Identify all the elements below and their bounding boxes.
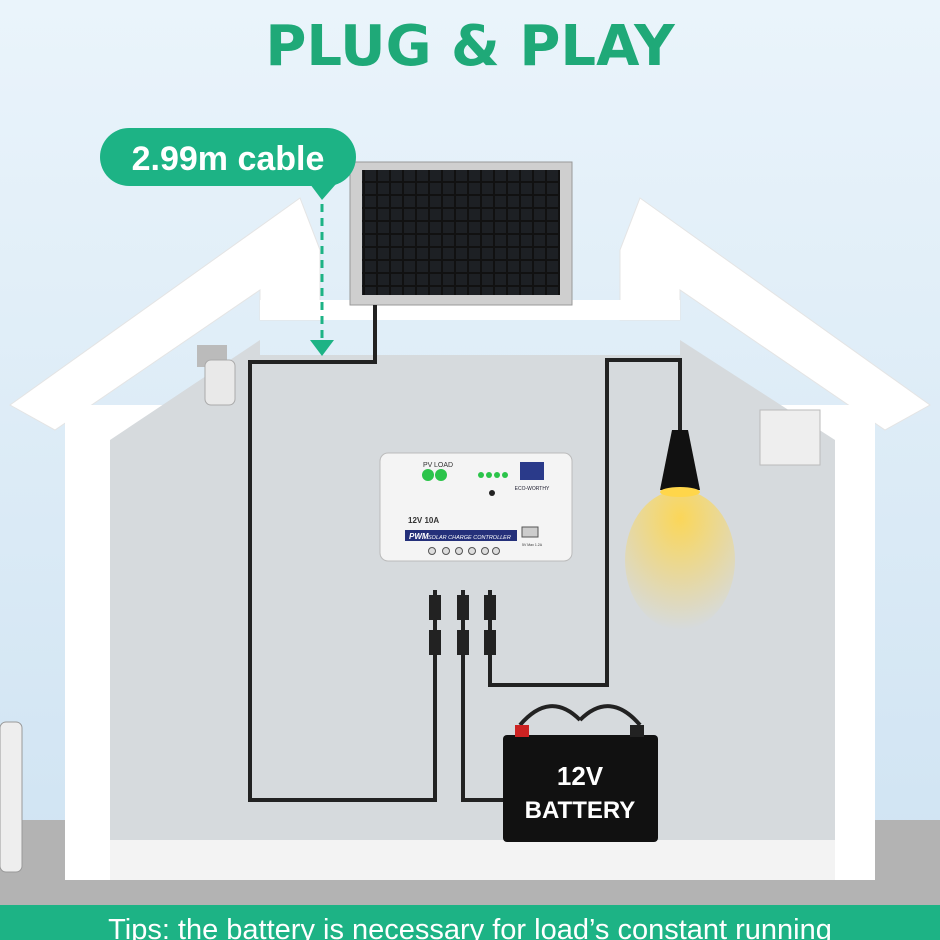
outdoor-unit: [0, 721, 23, 873]
charge-controller: PV LOAD ECO-WORTHY 12V 10A PWM SOLAR CHA…: [379, 452, 573, 562]
brand-logo: [520, 462, 544, 480]
battery-label: BATTERY: [525, 797, 636, 824]
security-camera: [197, 345, 236, 406]
solar-panel: [349, 161, 573, 306]
cable-length-label: 2.99m cable: [132, 140, 325, 178]
pwm-badge: PWM: [409, 532, 429, 541]
pendant-lamp: [625, 430, 735, 630]
setup-diagram: PLUG & PLAY 2.99m cable: [0, 0, 940, 905]
battery-voltage-label: 12V: [557, 761, 604, 791]
cable-callout: 2.99m cable: [100, 128, 356, 200]
battery: 12V BATTERY: [503, 725, 658, 842]
sae-connectors: [429, 595, 496, 655]
brand-label: ECO-WORTHY: [515, 486, 550, 492]
wall-device: [759, 409, 821, 466]
pv-led-label: PV: [423, 462, 433, 469]
tips-banner: Tips: the battery is necessary for load’…: [0, 905, 940, 940]
usb-label: 5V Max 1.2A: [522, 543, 543, 547]
load-led-label: LOAD: [434, 462, 453, 469]
cables: [248, 305, 682, 802]
page-title: PLUG & PLAY: [265, 14, 676, 79]
rating-label: 12V 10A: [408, 516, 439, 525]
room-interior: [110, 340, 835, 840]
controller-type-label: SOLAR CHARGE CONTROLLER: [428, 535, 511, 541]
usb-port: [521, 526, 539, 538]
arrow-head-icon: [310, 340, 334, 356]
